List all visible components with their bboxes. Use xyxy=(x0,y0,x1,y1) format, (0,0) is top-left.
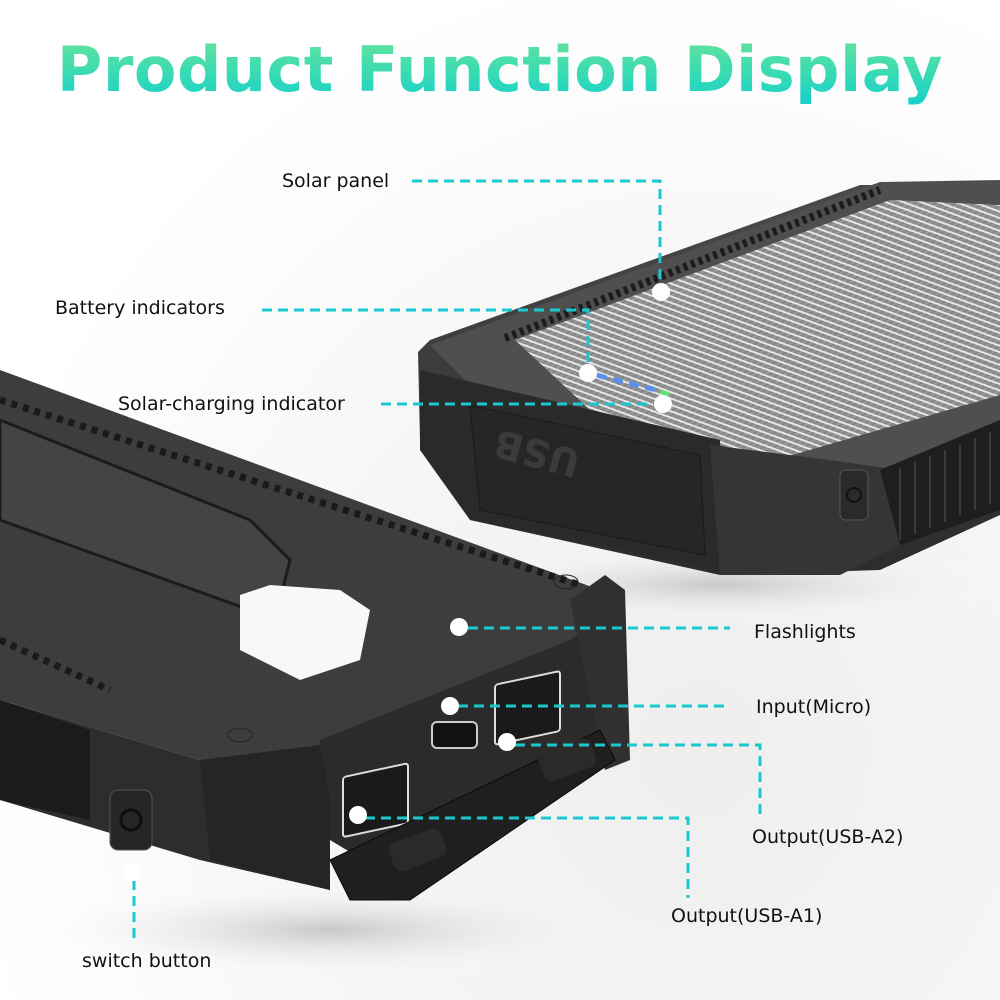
battery-leds xyxy=(596,373,670,396)
front-device xyxy=(0,370,630,901)
dot-usb-a1 xyxy=(349,806,367,824)
leader-usb-a2 xyxy=(515,743,762,818)
label-solar-charging-indicator: Solar-charging indicator xyxy=(118,393,345,415)
callout-dots xyxy=(125,283,672,881)
usb-a2-port xyxy=(494,670,561,746)
dot-input-micro xyxy=(441,697,459,715)
label-output-usb-a1: Output(USB-A1) xyxy=(671,905,823,927)
switch-button xyxy=(109,789,153,851)
label-switch-button: switch button xyxy=(82,950,212,972)
flashlight xyxy=(240,585,370,680)
dot-flashlights xyxy=(450,618,468,636)
label-solar-panel: Solar panel xyxy=(282,170,390,192)
dot-battery-indicators xyxy=(579,364,597,382)
leader-usb-a1 xyxy=(365,816,690,898)
leader-solar-panel xyxy=(412,179,662,292)
dot-solar-panel xyxy=(652,283,670,301)
label-flashlights: Flashlights xyxy=(754,621,856,643)
leader-lines xyxy=(132,179,762,940)
solar-panel xyxy=(515,200,1000,460)
leader-battery-indicators xyxy=(262,308,590,372)
dot-solar-charging xyxy=(654,395,672,413)
back-power-button xyxy=(839,469,869,521)
dot-usb-a2 xyxy=(498,733,516,751)
usb-a1-port xyxy=(342,762,409,838)
dot-switch-button xyxy=(125,863,143,881)
solar-led xyxy=(660,390,670,396)
label-output-usb-a2: Output(USB-A2) xyxy=(752,826,904,848)
back-device: USB xyxy=(418,180,1000,575)
label-battery-indicators: Battery indicators xyxy=(55,297,225,319)
page-title: Product Function Display xyxy=(0,32,1000,108)
label-input-micro: Input(Micro) xyxy=(756,696,872,718)
micro-usb-port xyxy=(431,721,478,749)
